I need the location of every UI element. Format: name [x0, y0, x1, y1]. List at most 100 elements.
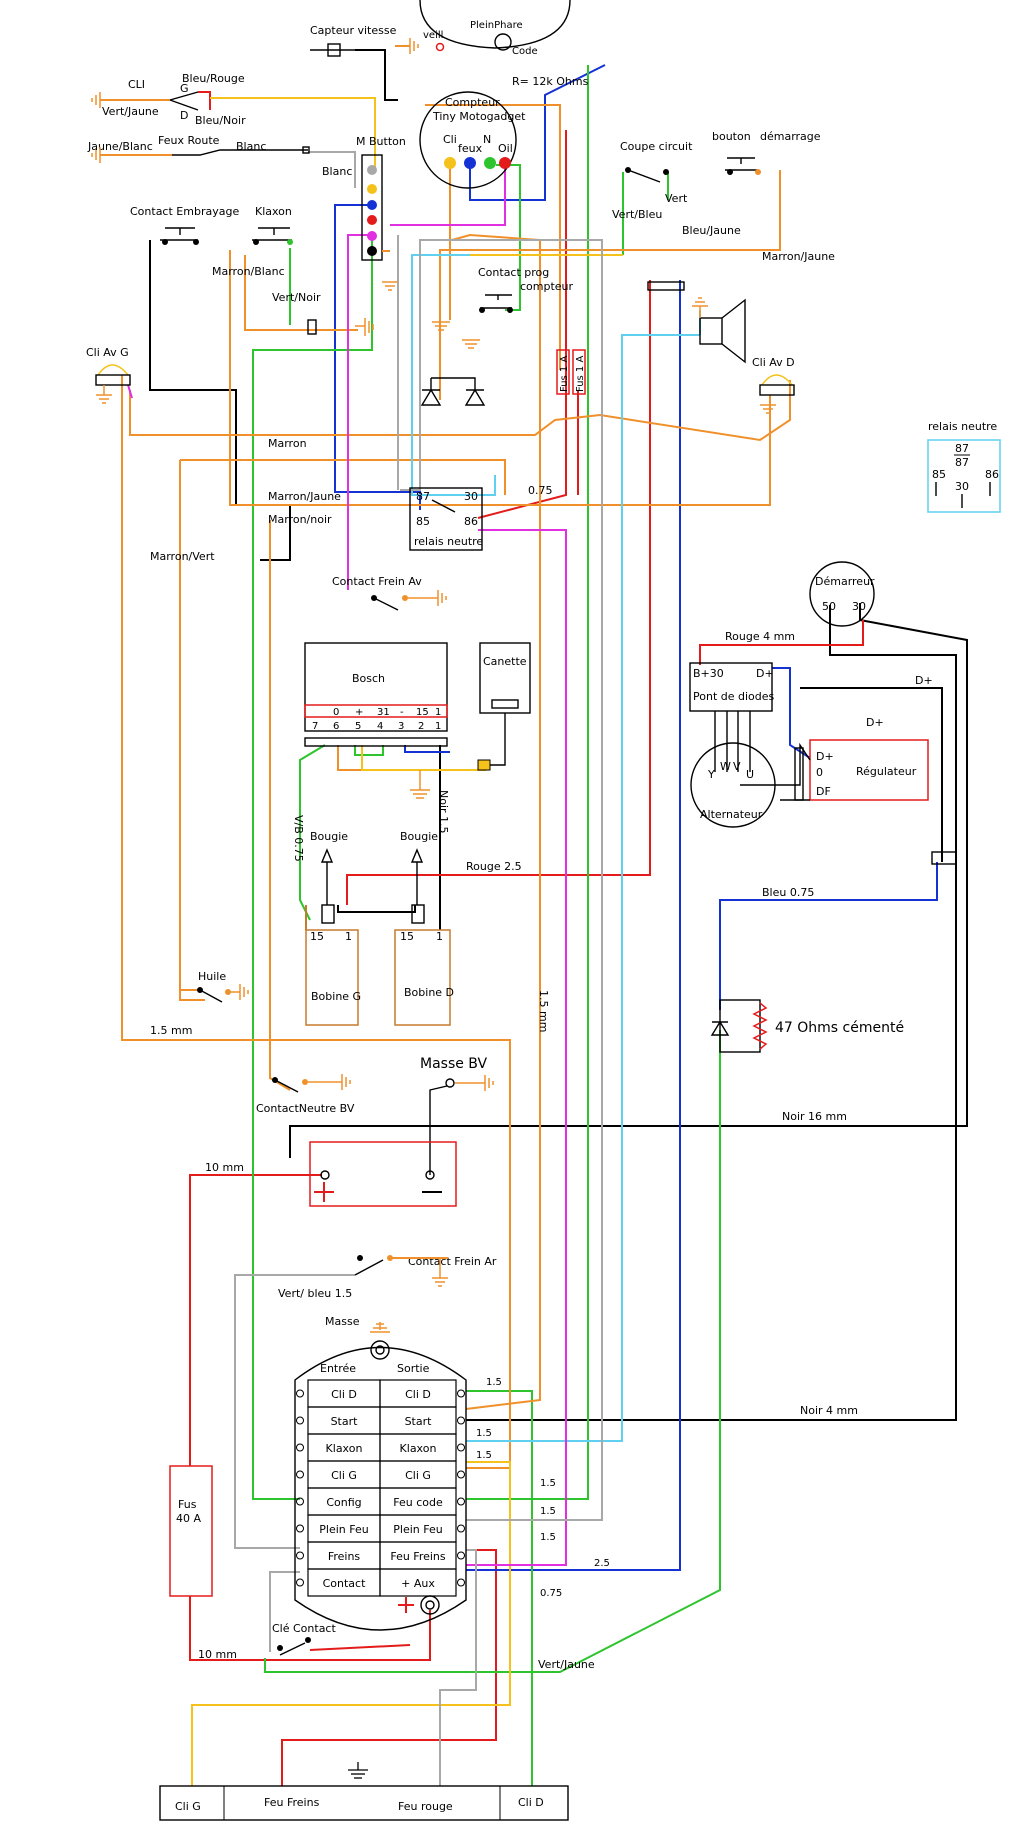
bougie-1-icon: [320, 848, 334, 905]
embrayage-pin-a: [162, 239, 168, 245]
fus40-label: Fus: [178, 1498, 197, 1511]
module-terminal-out: [457, 1416, 465, 1425]
noir4-label: Noir 4 mm: [800, 1404, 858, 1417]
noir16-label: Noir 16 mm: [782, 1110, 847, 1123]
wire-orange-marron-jaune-top: [439, 170, 781, 400]
bobine-d-box: [394, 929, 451, 1026]
regulateur-label: Régulateur: [856, 765, 917, 778]
masse-terminal-inner: [375, 1345, 385, 1355]
wire-grey-freins: [234, 1274, 355, 1549]
marron-jaune-top-label: Marron/Jaune: [762, 250, 835, 263]
resistor-icon: [752, 1002, 768, 1050]
demarreur-30: 30: [852, 600, 866, 613]
y-label: Y: [707, 768, 715, 781]
contact-embrayage: Contact Embrayage: [130, 205, 239, 245]
wire-noir-16mm: [289, 603, 968, 1158]
cli-av-d: Cli Av D: [752, 356, 795, 414]
bosch-r2-5: 2: [418, 721, 424, 732]
cli-switch-blade: [169, 91, 199, 111]
fuse-40a: Fus 40 A: [169, 1465, 213, 1597]
regulateur: D+ D+ 0 DF Régulateur: [740, 716, 929, 801]
bosch-label: Bosch: [352, 672, 385, 685]
huile: Huile: [197, 970, 249, 1003]
m-button-pin-black: [367, 246, 377, 256]
contact-prog-blade: [480, 294, 512, 309]
headlamp-body: [419, 0, 571, 49]
cli-av-g-lamp: [97, 364, 129, 376]
coupe-circuit-blade: [627, 169, 661, 183]
wire-grey-feurouge: [439, 1549, 477, 1786]
contact-prog-pin-b: [507, 307, 513, 313]
contact-prog: Contact prog compteur: [432, 266, 574, 349]
bosch-r1-3: -: [400, 707, 404, 718]
wire-orange-starter: [451, 233, 541, 1410]
relais-neutre: 87 30 85 86 relais neutre: [409, 487, 483, 551]
wire-rouge-25: [346, 280, 651, 905]
legend-87a: 87: [955, 442, 969, 455]
module-entree-label: Klaxon: [326, 1442, 363, 1455]
cle-contact: Clé Contact: [272, 1622, 336, 1656]
klaxon-pin-a: [253, 239, 259, 245]
regulateur-connector: [794, 747, 804, 801]
fus40b-label: 40 A: [176, 1512, 201, 1525]
sortie-label: Sortie: [397, 1362, 430, 1375]
d-label: D: [180, 109, 188, 122]
diode-left-icon: [420, 378, 442, 406]
m-button-pin-blue: [367, 200, 377, 210]
module-sortie-label: Feu Freins: [390, 1550, 446, 1563]
wire-grey-blanc: [308, 151, 356, 188]
wire-blue-mbutton: [334, 204, 421, 510]
ignition: V/B 0.75 Noir 1.5 Bougie Bougie Rouge 2.…: [292, 790, 522, 1026]
demarreur-body: [809, 561, 875, 627]
compteur-pin-green: [484, 157, 496, 169]
bougie-1-label: Bougie: [310, 830, 348, 843]
bosch-r1-0: 0: [333, 707, 339, 718]
m-button-pin-grey: [367, 165, 377, 175]
compteur-subtitle: Tiny Motogadget: [432, 110, 526, 123]
bosch-row1-box: [304, 704, 448, 718]
pont-diodes: Rouge 4 mm D+ B+30 D+ Pont de diodes: [689, 630, 933, 772]
entree-label: Entrée: [320, 1362, 356, 1375]
contact-frein-av-label: Contact Frein Av: [332, 575, 422, 588]
klaxon-switch: Klaxon Marron/Blanc Vert/Noir: [212, 205, 374, 336]
bleu-jaune-label: Bleu/Jaune: [682, 224, 741, 237]
s15-5-label: 1.5: [540, 1506, 556, 1517]
module-sortie-label: + Aux: [401, 1577, 435, 1590]
s15-4-label: 1.5: [540, 1478, 556, 1489]
huile-blade: [199, 989, 223, 1003]
aux-terminal-inner: [425, 1600, 435, 1610]
horn-body: [699, 317, 723, 345]
coupe-circuit-label: Coupe circuit: [620, 140, 693, 153]
r12k-label: R= 12k Ohms: [512, 75, 589, 88]
canette-wire: [488, 713, 506, 766]
wire-grey-pleinfeu: [400, 239, 603, 1521]
ground-icon: [760, 404, 776, 414]
feux-route-label: Feux Route: [158, 134, 220, 147]
wire-magenta-compteur: [390, 165, 506, 226]
bleu075-connector: [931, 851, 957, 865]
blanc-2-label: Blanc: [322, 165, 352, 178]
module-terminal-out: [457, 1497, 465, 1506]
demarrage-label: démarrage: [760, 130, 821, 143]
cli-av-g-label: Cli Av G: [86, 346, 129, 359]
w-label: W: [720, 760, 731, 773]
s15-3-label: 1.5: [476, 1450, 492, 1461]
rouge25-label: Rouge 2.5: [466, 860, 522, 873]
marron-noir-label: Marron/noir: [268, 513, 332, 526]
capteur-vitesse-label: Capteur vitesse: [310, 24, 397, 37]
pont-terminals: [714, 711, 751, 772]
module-entree-label: Contact: [323, 1577, 366, 1590]
wire-orange-relay: [269, 520, 291, 1091]
s15-6-label: 1.5: [540, 1532, 556, 1543]
module-entree-label: Cli D: [331, 1388, 357, 1401]
bougie-2-cap: [411, 904, 425, 924]
bottom-feu-freins: Feu Freins: [264, 1796, 320, 1809]
bleu-noir-label: Bleu/Noir: [195, 114, 246, 127]
compteur-n-label: N: [483, 133, 491, 146]
aux-terminal: [420, 1595, 440, 1615]
s15-1-label: 1.5: [486, 1377, 502, 1388]
